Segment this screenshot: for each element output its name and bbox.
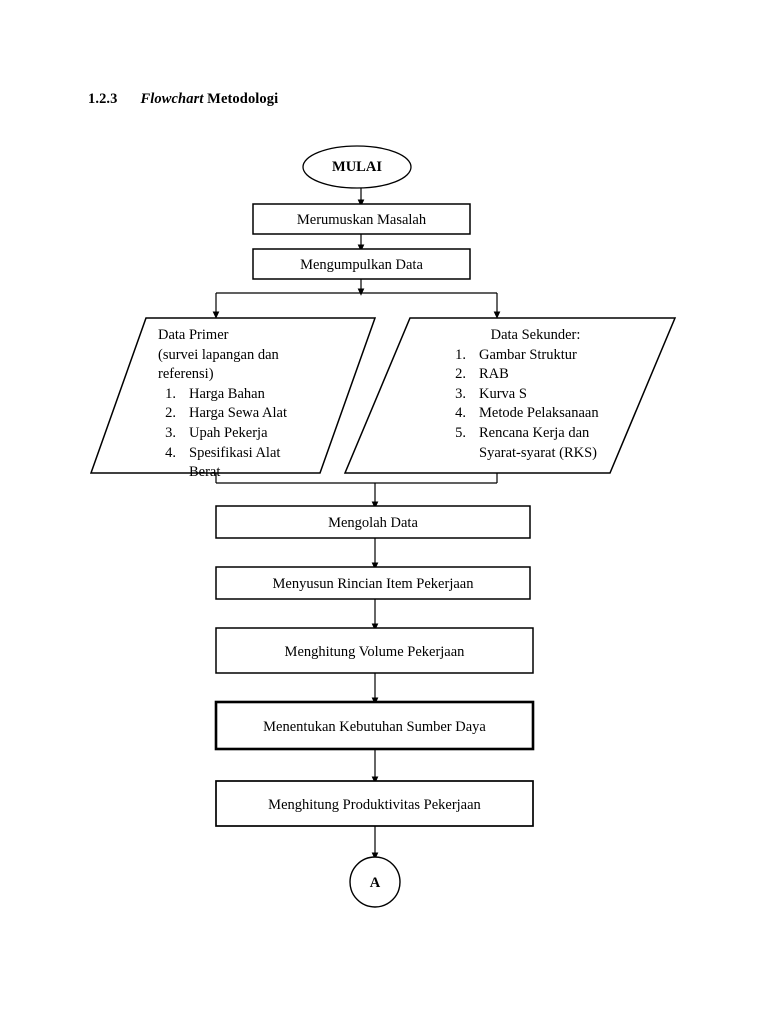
list-item-index: 3. (165, 424, 176, 441)
heading-number: 1.2.3 (88, 91, 118, 107)
process-box-menyusun-rincian (215, 566, 531, 600)
process-label-mengolah-data: Mengolah Data (328, 515, 418, 531)
list-item: 1. Gambar Struktur (448, 346, 663, 366)
list-item: 4. Metode Pelaksanaan (448, 404, 663, 424)
process-label-mengumpulkan-data: Mengumpulkan Data (300, 257, 423, 273)
list-item-text-continued: Syarat-syarat (RKS) (479, 444, 597, 461)
data-sekunder-item-list: 1. Gambar Struktur 2. RAB 3. Kurva S 4. Meto… (448, 346, 663, 464)
data-node-shape-data-primer (89, 317, 377, 474)
data-node-content-data-sekunder: Data Sekunder: 1. Gambar Struktur 2. RAB 3… (448, 326, 663, 463)
list-item-text: Metode Pelaksanaan (479, 405, 599, 422)
process-label-menghitung-volume: Menghitung Volume Pekerjaan (284, 644, 465, 660)
data-node-shape-data-sekunder (343, 317, 677, 474)
start-node-shape (302, 145, 412, 189)
list-item: 1. Harga Bahan (158, 385, 373, 405)
process-label-menyusun-rincian: Menyusun Rincian Item Pekerjaan (272, 576, 474, 592)
data-sekunder-title: Data Sekunder: (490, 327, 581, 343)
list-item: 3. Kurva S (448, 385, 663, 405)
list-item-index: 2. (455, 366, 466, 383)
list-item-index: 4. (165, 444, 176, 461)
list-item-text: Spesifikasi Alat (189, 444, 281, 461)
list-item-index: 4. (455, 405, 466, 422)
data-primer-title-line3: referensi) (158, 366, 214, 383)
list-item-text: Rencana Kerja dan (479, 424, 590, 441)
list-item: 3. Upah Pekerja (158, 424, 373, 444)
process-label-menghitung-produktivitas: Menghitung Produktivitas Pekerjaan (268, 797, 481, 813)
list-item-index: 1. (455, 346, 466, 363)
start-node-label: MULAI (332, 159, 382, 175)
data-primer-title-line2: (survei lapangan dan (158, 346, 279, 363)
page-heading: 1.2.3 Flowchart Metodologi (88, 91, 278, 108)
process-box-mengumpulkan-data (252, 248, 471, 280)
list-item-text: Gambar Struktur (479, 346, 577, 363)
heading-rest: Metodologi (203, 91, 279, 107)
list-item-index: 3. (455, 385, 466, 402)
process-label-merumuskan-masalah: Merumuskan Masalah (296, 212, 427, 228)
data-primer-item-list: 1. Harga Bahan 2. Harga Sewa Alat 3. Upah P… (158, 385, 373, 483)
list-item: 2. Harga Sewa Alat (158, 404, 373, 424)
process-box-mengolah-data (215, 505, 531, 539)
list-item-index: 1. (165, 385, 176, 402)
list-item-text: Kurva S (479, 385, 527, 402)
data-primer-title-line1: Data Primer (158, 327, 229, 343)
list-item-index: 2. (165, 405, 176, 422)
data-node-content-data-primer: Data Primer (survei lapangan dan referen… (158, 326, 373, 483)
connector-label-a: A (369, 875, 381, 891)
heading-italic-word: Flowchart (140, 91, 204, 107)
list-item-text: Harga Sewa Alat (189, 405, 287, 422)
list-item-text-continued: Berat (189, 464, 221, 481)
connector-node-shape-a (349, 856, 401, 908)
process-label-menentukan-kebutuhan: Menentukan Kebutuhan Sumber Daya (263, 719, 486, 735)
list-item-text: RAB (479, 366, 509, 383)
list-item: 2. RAB (448, 365, 663, 385)
list-item-text: Harga Bahan (189, 385, 265, 402)
list-item-index: 5. (455, 424, 466, 441)
list-item-text: Upah Pekerja (189, 424, 268, 441)
process-box-merumuskan-masalah (252, 203, 471, 235)
